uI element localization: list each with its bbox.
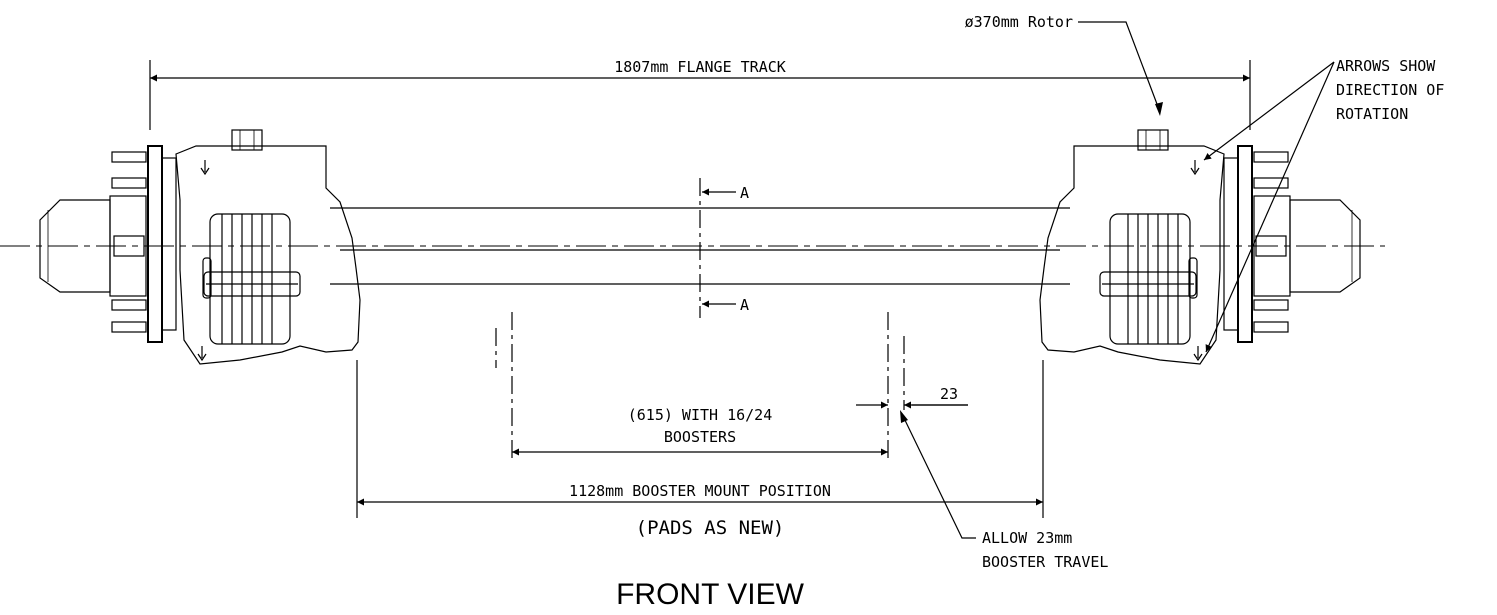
booster-615-label-line1: (615) WITH 16/24 xyxy=(628,406,773,424)
left-rotation-arrow-bottom xyxy=(197,346,207,362)
mount-position-dimension: 1128mm BOOSTER MOUNT POSITION (PADS AS N… xyxy=(357,482,1043,539)
right-wheel-end xyxy=(1039,60,1361,518)
booster-centerlines xyxy=(495,312,905,460)
left-rotation-arrow-top xyxy=(200,160,210,176)
rotation-label-line1: ARROWS SHOW xyxy=(1336,57,1436,75)
rotation-label-line3: ROTATION xyxy=(1336,105,1408,123)
left-rotor-top xyxy=(231,129,263,151)
rotation-leader-bottom xyxy=(1205,61,1335,353)
left-wheel-studs xyxy=(111,151,147,333)
travel-23-label: 23 xyxy=(940,385,958,403)
rotor-leader xyxy=(1078,21,1161,113)
section-label-top: A xyxy=(740,184,749,202)
allow-travel-label-line2: BOOSTER TRAVEL xyxy=(982,553,1108,571)
allow-travel-leader xyxy=(901,413,976,539)
allow-travel-label-line1: ALLOW 23mm xyxy=(982,529,1072,547)
left-wheel-end xyxy=(39,60,361,518)
left-hub xyxy=(109,195,147,297)
left-brake-pads xyxy=(203,213,301,345)
rotor-callout: ø370mm Rotor xyxy=(965,13,1163,116)
travel-23-dimension: 23 xyxy=(856,385,968,409)
flange-track-dimension: 1807mm FLANGE TRACK xyxy=(150,58,1250,82)
rotor-label: ø370mm Rotor xyxy=(965,13,1073,31)
booster-615-dimension: (615) WITH 16/24 BOOSTERS xyxy=(512,406,888,456)
section-a-a-marker: A A xyxy=(699,178,749,318)
rotation-leader-top xyxy=(1203,61,1335,161)
rotation-label-line2: DIRECTION OF xyxy=(1336,81,1444,99)
mount-position-label: 1128mm BOOSTER MOUNT POSITION xyxy=(569,482,831,500)
allow-travel-callout: ALLOW 23mm BOOSTER TRAVEL xyxy=(900,410,1108,571)
left-flange xyxy=(147,145,163,343)
left-brake-carrier xyxy=(175,145,361,365)
booster-615-label-line2: BOOSTERS xyxy=(664,428,736,446)
view-title: FRONT VIEW xyxy=(616,578,804,611)
pads-label: (PADS AS NEW) xyxy=(636,517,785,539)
flange-track-label: 1807mm FLANGE TRACK xyxy=(614,58,786,76)
section-label-bottom: A xyxy=(740,296,749,314)
rotation-callout: ARROWS SHOW DIRECTION OF ROTATION xyxy=(1203,57,1444,353)
